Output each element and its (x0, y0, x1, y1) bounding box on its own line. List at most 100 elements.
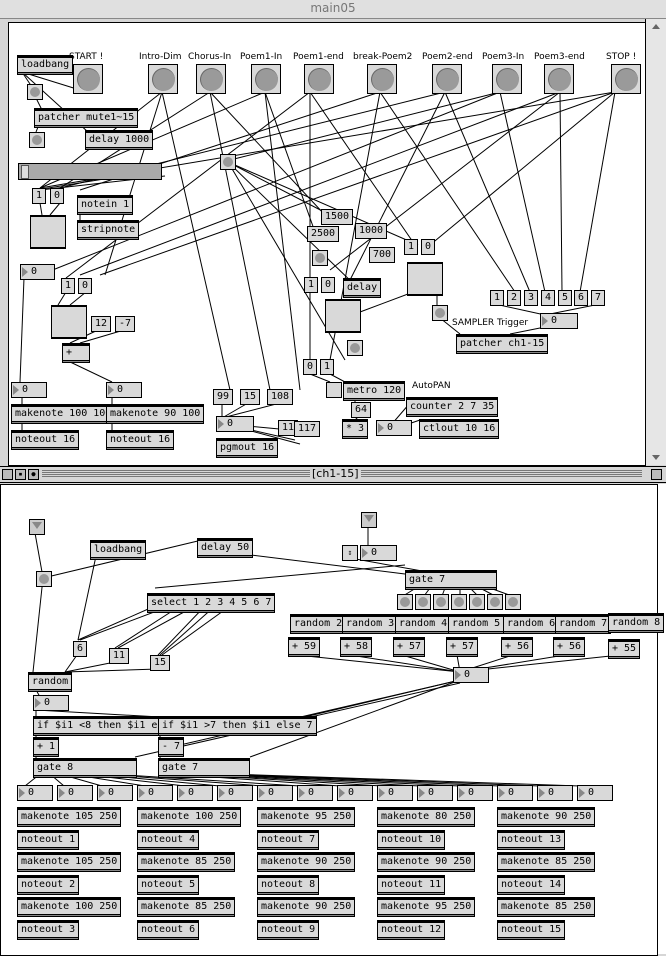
random-object[interactable]: random (28, 672, 73, 692)
output-number-box[interactable]: 0 (337, 785, 373, 801)
message-0[interactable]: 0 (50, 188, 65, 204)
random-4-object[interactable]: random 4 (395, 614, 452, 634)
random-3-object[interactable]: random 3 (342, 614, 399, 634)
add-58-object[interactable]: + 58 (340, 637, 373, 657)
message-seq-3[interactable]: 3 (524, 290, 539, 306)
gate-switch[interactable] (407, 262, 443, 296)
gate-8-object[interactable]: gate 8 (33, 758, 137, 778)
noteout-object[interactable]: noteout 7 (257, 830, 320, 850)
noteout-object[interactable]: noteout 8 (257, 875, 320, 895)
message-1[interactable]: 1 (320, 359, 335, 375)
message-15[interactable]: 15 (240, 389, 261, 405)
bang-button[interactable] (27, 84, 43, 100)
sub-vertical-scrollbar[interactable] (657, 484, 666, 954)
number-box[interactable]: 0 (20, 264, 55, 280)
makenote-object[interactable]: makenote 105 250 (17, 807, 122, 827)
output-number-box[interactable]: 0 (177, 785, 213, 801)
stripnote-object[interactable]: stripnote (77, 220, 140, 240)
ctlout-object[interactable]: ctlout 10 16 (419, 419, 500, 439)
makenote-object[interactable]: makenote 90 250 (257, 897, 356, 917)
makenote-object[interactable]: makenote 95 250 (257, 807, 356, 827)
bang-button[interactable] (505, 594, 521, 610)
output-number-box[interactable]: 0 (457, 785, 493, 801)
cue-button-start[interactable] (73, 64, 103, 94)
select-object[interactable]: select 1 2 3 4 5 6 7 (147, 593, 276, 613)
loadbang-object[interactable]: loadbang (90, 540, 147, 560)
makenote-object[interactable]: makenote 80 250 (377, 807, 476, 827)
delay-object[interactable]: delay (343, 278, 382, 298)
gate-switch[interactable] (51, 305, 87, 339)
bang-button[interactable] (29, 132, 45, 148)
if-greater-than-7-object[interactable]: if $i1 >7 then $i1 else 7 (158, 716, 317, 736)
loadbang-object[interactable]: loadbang (17, 55, 74, 75)
makenote-object[interactable]: makenote 95 250 (377, 897, 476, 917)
output-number-box[interactable]: 0 (57, 785, 93, 801)
noteout-object[interactable]: noteout 14 (497, 875, 566, 895)
output-number-box[interactable]: 0 (577, 785, 613, 801)
metro-object[interactable]: metro 120 (343, 381, 406, 401)
message-minus-7[interactable]: -7 (115, 316, 136, 332)
message-64[interactable]: 64 (351, 402, 372, 418)
sort-toggle-icon[interactable]: ⇕ (342, 545, 358, 561)
makenote-object[interactable]: makenote 85 250 (137, 897, 236, 917)
message-0[interactable]: 0 (421, 239, 436, 255)
message-117[interactable]: 117 (294, 421, 321, 437)
close-box-icon[interactable] (2, 469, 13, 480)
message-0[interactable]: 0 (303, 359, 318, 375)
noteout-object[interactable]: noteout 6 (137, 920, 200, 940)
inlet-icon[interactable] (29, 519, 45, 535)
makenote-object[interactable]: makenote 90 100 (106, 404, 205, 424)
number-box[interactable]: 0 (360, 545, 397, 561)
bang-button[interactable] (469, 594, 485, 610)
message-seq-2[interactable]: 2 (507, 290, 522, 306)
noteout-object[interactable]: noteout 10 (377, 830, 446, 850)
metro-toggle[interactable] (326, 382, 342, 398)
makenote-object[interactable]: makenote 90 250 (257, 852, 356, 872)
number-box[interactable]: 0 (11, 382, 47, 398)
program-number-box[interactable]: 0 (216, 416, 254, 432)
noteout-object[interactable]: noteout 5 (137, 875, 200, 895)
number-box[interactable]: 0 (453, 667, 489, 683)
output-number-box[interactable]: 0 (137, 785, 173, 801)
bang-button[interactable] (220, 154, 236, 170)
noteout-object[interactable]: noteout 9 (257, 920, 320, 940)
output-number-box[interactable]: 0 (97, 785, 133, 801)
gate-switch[interactable] (30, 215, 66, 249)
cue-button-poem3-in[interactable] (492, 64, 522, 94)
message-seq-7[interactable]: 7 (591, 290, 606, 306)
random-2-object[interactable]: random 2 (290, 614, 347, 634)
message-1[interactable]: 1 (61, 278, 76, 294)
output-number-box[interactable]: 0 (537, 785, 573, 801)
makenote-object[interactable]: makenote 85 250 (137, 852, 236, 872)
cue-button-poem1-in[interactable] (251, 64, 281, 94)
patcher-mute-object[interactable]: patcher mute1~15 (34, 108, 139, 128)
bang-button[interactable] (432, 305, 448, 321)
random-7-object[interactable]: random 7 (555, 614, 612, 634)
makenote-object[interactable]: makenote 85 250 (497, 897, 596, 917)
pgmout-object[interactable]: pgmout 16 (216, 438, 279, 458)
add-57-object[interactable]: + 57 (393, 637, 426, 657)
noteout-object[interactable]: noteout 1 (17, 830, 80, 850)
output-number-box[interactable]: 0 (217, 785, 253, 801)
output-number-box[interactable]: 0 (257, 785, 293, 801)
cue-button-chorus-in[interactable] (196, 64, 226, 94)
bang-button[interactable] (415, 594, 431, 610)
number-box[interactable]: 0 (376, 420, 412, 436)
cue-button-poem1-end[interactable] (304, 64, 334, 94)
message-0[interactable]: 0 (78, 278, 93, 294)
add-59-object[interactable]: + 59 (288, 637, 321, 657)
number-box[interactable]: 0 (106, 382, 142, 398)
message-11[interactable]: 11 (109, 648, 130, 664)
plus-1-object[interactable]: + 1 (33, 737, 60, 757)
cue-button-poem2-end[interactable] (432, 64, 462, 94)
makenote-object[interactable]: makenote 100 250 (17, 897, 122, 917)
message-700[interactable]: 700 (369, 247, 396, 263)
minus-7-object[interactable]: - 7 (158, 737, 185, 757)
notein-object[interactable]: notein 1 (77, 195, 134, 215)
output-number-box[interactable]: 0 (297, 785, 333, 801)
subwindow-titlebar[interactable]: ▪ ● [ch1-15] (0, 466, 666, 483)
message-seq-6[interactable]: 6 (574, 290, 589, 306)
counter-object[interactable]: counter 2 7 35 (406, 397, 499, 417)
message-1[interactable]: 1 (304, 277, 319, 293)
random-8-object[interactable]: random 8 (608, 613, 665, 633)
